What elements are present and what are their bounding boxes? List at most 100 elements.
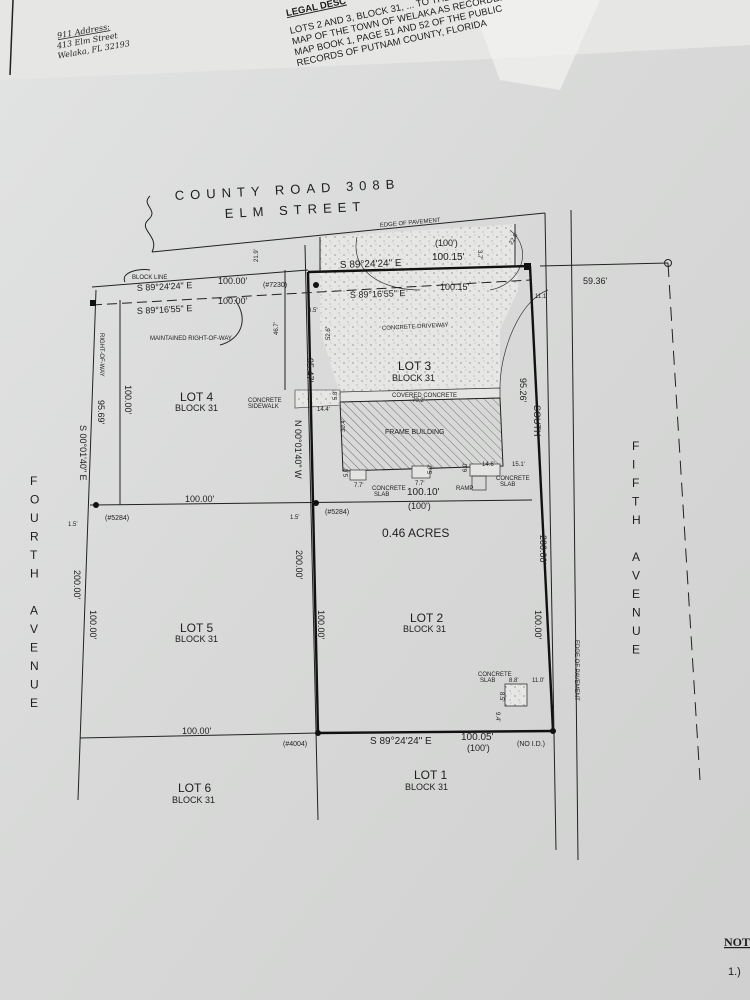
monument-7230-label: (#7230) bbox=[263, 282, 287, 289]
lot-6-label: LOT 6 BLOCK 31 bbox=[172, 781, 215, 805]
dim-70-2: 70.2' bbox=[412, 398, 425, 404]
dim-6-0: 6.0' bbox=[463, 463, 469, 473]
monument-7230 bbox=[313, 282, 319, 288]
concrete-driveway-label: CONCRETE DRIVEWAY bbox=[382, 323, 449, 332]
elm-street-label: ELM STREET bbox=[224, 199, 366, 221]
dim-1-5-b: 1.5' bbox=[290, 515, 300, 521]
dim-1-5-a: 1.5' bbox=[68, 522, 78, 528]
ramp-label: RAMP bbox=[456, 486, 473, 492]
south-bearing: S 89°24'24" E bbox=[370, 736, 432, 747]
avenue-letter: E bbox=[632, 587, 641, 601]
lot-5-label: LOT 5 BLOCK 31 bbox=[175, 621, 218, 644]
block-number: BLOCK 31 bbox=[175, 634, 218, 644]
driveway-curve bbox=[355, 236, 421, 291]
north-record: (100') bbox=[435, 238, 458, 248]
sidewalk-label-1: CONCRETE bbox=[248, 398, 282, 404]
avenue-letter: E bbox=[30, 696, 39, 710]
lot-number: LOT 5 bbox=[180, 621, 213, 635]
dim-52-6: 52.6' bbox=[326, 327, 332, 340]
avenue-letter: E bbox=[30, 641, 39, 655]
north-inner-distance: 100.15' bbox=[440, 282, 470, 292]
block-number: BLOCK 31 bbox=[172, 795, 215, 805]
avenue-letter: I bbox=[632, 458, 636, 472]
avenue-letter: T bbox=[30, 548, 38, 562]
avenue-letter: E bbox=[632, 643, 641, 657]
concrete-slab-lot2 bbox=[504, 683, 528, 707]
sidewalk-label-2: SIDEWALK bbox=[248, 404, 279, 410]
monument-5284-left-label: (#5284) bbox=[105, 515, 129, 522]
dim-8-5: 8.5' bbox=[308, 308, 318, 314]
monument-se-label: (NO I.D.) bbox=[517, 741, 545, 748]
notes-item-1: 1.) bbox=[728, 966, 741, 978]
left-lower-distance: 100.00' bbox=[88, 610, 98, 640]
lot4-inner-bearing: S 89°16'55" E bbox=[137, 303, 193, 316]
block-number: BLOCK 31 bbox=[403, 624, 446, 634]
avenue-letter: F bbox=[632, 476, 640, 490]
edge-of-pavement-top-label: EDGE OF PAVEMENT bbox=[380, 218, 441, 229]
edge-of-pavement-right-label: EDGE OF PAVEMENT bbox=[573, 640, 579, 701]
lot-number: LOT 4 bbox=[180, 390, 213, 404]
mid-line-distance: 100.10' bbox=[407, 487, 440, 498]
edge-of-pavement-top-line bbox=[151, 212, 546, 253]
dim-9-4: 9.4' bbox=[494, 712, 500, 722]
left-row-distance: 95.69' bbox=[96, 400, 106, 425]
slab-rear-label-2: SLAB bbox=[480, 678, 495, 684]
avenue-letter: U bbox=[30, 678, 40, 692]
mid-line-record: (100') bbox=[408, 501, 431, 511]
avenue-letter: A bbox=[632, 550, 641, 564]
lot-2-label: LOT 2 BLOCK 31 bbox=[403, 611, 446, 634]
lot4-top-bearing: S 89°24'24" E bbox=[137, 280, 193, 293]
north-distance: 100.15' bbox=[432, 252, 465, 263]
covered-concrete-label: COVERED CONCRETE bbox=[392, 393, 457, 399]
avenue-letter: V bbox=[632, 569, 641, 583]
monument-5284-label: (#5284) bbox=[325, 509, 349, 516]
block-number: BLOCK 31 bbox=[392, 373, 435, 383]
lot-3-label: LOT 3 BLOCK 31 bbox=[392, 359, 435, 383]
lot5-bottom-distance: 100.00' bbox=[182, 726, 212, 736]
ramp bbox=[471, 475, 487, 491]
monument-5284-left bbox=[93, 502, 99, 508]
avenue-letter: U bbox=[632, 624, 642, 638]
north-inner-bearing: S 89°16'55" E bbox=[350, 288, 406, 300]
monuments bbox=[90, 259, 672, 736]
block-number: BLOCK 31 bbox=[405, 782, 448, 792]
lot-4-label: LOT 4 BLOCK 31 bbox=[175, 390, 218, 413]
reference-point bbox=[664, 259, 672, 267]
dim-11-1: 11.1' bbox=[535, 294, 547, 300]
slab-rear-label-1: CONCRETE bbox=[478, 672, 512, 678]
south-distance: 100.05' bbox=[461, 732, 494, 743]
lot4-bottom-distance: 100.00' bbox=[185, 494, 215, 504]
frame-building bbox=[339, 397, 504, 472]
lot-number: LOT 2 bbox=[410, 611, 443, 625]
lot4-top-distance: 100.00' bbox=[218, 276, 248, 286]
avenue-letter: N bbox=[30, 659, 40, 673]
dim-5-8: 5.8' bbox=[333, 391, 339, 401]
east-upper-distance: 95.26' bbox=[518, 378, 528, 403]
concrete-slab-front-mid bbox=[411, 465, 431, 479]
lot-number: LOT 3 bbox=[398, 359, 431, 373]
acreage-label: 0.46 ACRES bbox=[382, 526, 449, 540]
lot-1-label: LOT 1 BLOCK 31 bbox=[405, 768, 448, 792]
dim-22-5: 22.5' bbox=[509, 232, 521, 246]
slab-right-label-2: SLAB bbox=[500, 482, 515, 488]
east-south-label: SOUTH bbox=[532, 405, 542, 437]
notes-heading: NOT bbox=[724, 935, 750, 949]
avenue-letter: T bbox=[632, 495, 640, 509]
south-record: (100') bbox=[467, 743, 490, 753]
slab-front-label-1: CONCRETE bbox=[372, 486, 406, 492]
dim-7-7-b: 7.7' bbox=[415, 481, 425, 487]
road-break-squiggle bbox=[145, 195, 155, 253]
slab-front-label-2: SLAB bbox=[374, 492, 389, 498]
dim-21-9: 21.9' bbox=[254, 249, 260, 262]
avenue-letter: V bbox=[30, 622, 39, 636]
lot4-left-distance: 100.00' bbox=[123, 385, 133, 415]
avenue-letter: A bbox=[30, 604, 39, 618]
left-total-distance: 200.00' bbox=[72, 570, 82, 600]
survey-lines bbox=[77, 209, 701, 861]
avenue-letter: H bbox=[30, 567, 40, 581]
concrete-slab-front-left bbox=[349, 469, 367, 481]
